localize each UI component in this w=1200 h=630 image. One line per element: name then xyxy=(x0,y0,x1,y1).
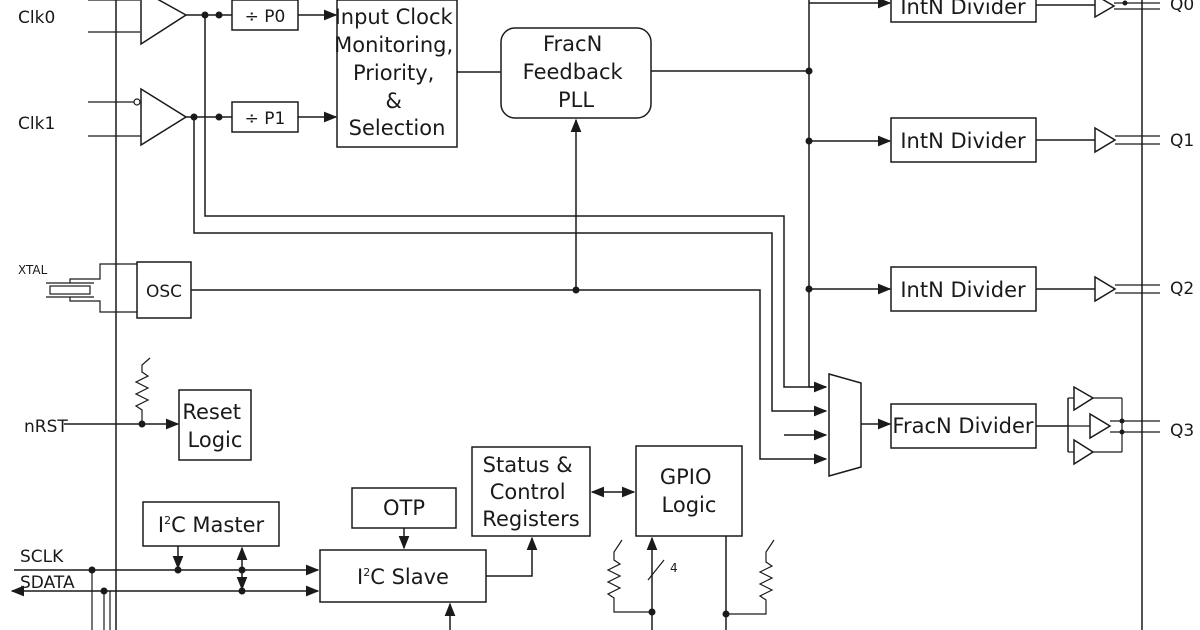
gpio-bus-width-label: 4 xyxy=(670,561,678,575)
p1-prescaler-box xyxy=(231,101,299,133)
master-sdata-junction-2 xyxy=(238,587,246,595)
slave-to-registers xyxy=(486,536,538,577)
xtal-label: XTAL xyxy=(18,263,48,277)
intn-divider-q1-label: IntN Divider xyxy=(900,129,1026,153)
status-control-registers-label: Status & Control Registers xyxy=(482,453,579,531)
fracn-feedback-pll-label: FracN Feedback PLL xyxy=(523,32,630,112)
i2c-master-label: I2C Master xyxy=(158,513,265,537)
osc-label: OSC xyxy=(146,282,182,302)
i2c-master-box xyxy=(142,501,280,547)
osc-box xyxy=(136,261,192,319)
input-clock-monitoring-box xyxy=(336,0,458,148)
reset-logic-label: Reset Logic xyxy=(182,400,247,452)
otp-box xyxy=(351,487,457,529)
intn-divider-q2-box xyxy=(890,266,1037,312)
intn-divider-q1-box xyxy=(890,117,1037,163)
intn-divider-q0-label: IntN Divider xyxy=(900,0,1026,19)
osc-output-route xyxy=(191,289,828,465)
q2-output-driver xyxy=(1036,275,1160,303)
q2-label: Q2 xyxy=(1170,279,1194,299)
p0-label: ÷ P0 xyxy=(245,7,286,27)
nrst-pullup-resistor-icon xyxy=(134,357,151,424)
fracn-divider-box xyxy=(890,403,1037,449)
clk0-buffer-icon xyxy=(140,0,188,46)
clk1-invert-icon xyxy=(133,98,141,106)
q3-output-driver xyxy=(1036,385,1160,466)
i2c-slave-box xyxy=(319,549,487,603)
gpio-bus-slash-icon xyxy=(647,559,665,581)
clk0-junction-2 xyxy=(215,11,223,19)
i2c-slave-label: I2C Slave xyxy=(357,565,449,589)
p1-label: ÷ P1 xyxy=(245,109,286,129)
fracn-divider-label: FracN Divider xyxy=(892,414,1034,438)
q1-output-driver xyxy=(1036,126,1160,154)
q0-output-driver xyxy=(1036,0,1160,19)
clk1-buffer-icon xyxy=(140,87,188,147)
q3-label: Q3 xyxy=(1170,421,1194,441)
otp-label: OTP xyxy=(383,496,425,520)
clk1-bypass-route xyxy=(193,117,828,417)
gpio-pullup-resistor-icon xyxy=(606,539,652,613)
clk1-junction-2 xyxy=(215,113,223,121)
sclk-label: SCLK xyxy=(20,547,64,567)
clk0-label: Clk0 xyxy=(18,8,55,28)
sdata-label: SDATA xyxy=(20,573,75,593)
input-clock-monitoring-label: Input Clock Monitoring, Priority, & Sele… xyxy=(334,5,460,140)
gpio-logic-label: GPIO Logic xyxy=(660,465,718,517)
fracn-feedback-pll-box xyxy=(500,27,652,119)
clk1-label: Clk1 xyxy=(18,114,55,134)
status-control-registers-box xyxy=(471,446,591,537)
master-sdata-junction xyxy=(238,566,246,574)
master-sclk-junction xyxy=(174,566,182,574)
clk0-bypass-route xyxy=(204,15,828,393)
gpio-logic-box xyxy=(635,445,743,537)
q0-label: Q0 xyxy=(1170,0,1194,15)
reset-logic-box xyxy=(178,389,252,461)
nrst-label: nRST xyxy=(24,417,68,437)
gpio-pullup-resistor-2-icon xyxy=(726,539,775,615)
pll-junction-1 xyxy=(805,67,813,75)
output-mux-icon xyxy=(828,373,862,477)
intn-divider-q2-label: IntN Divider xyxy=(900,278,1026,302)
crystal-icon xyxy=(46,263,137,313)
q1-label: Q1 xyxy=(1170,131,1194,151)
p0-prescaler-box xyxy=(231,0,299,31)
